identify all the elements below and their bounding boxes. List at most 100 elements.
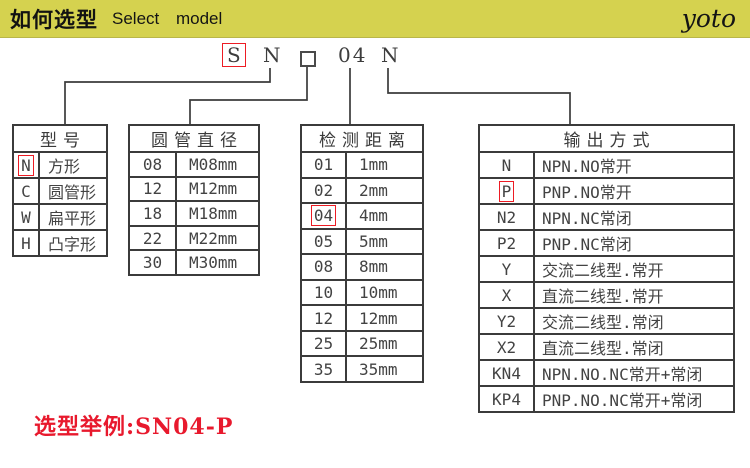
code-cell: Y — [478, 255, 535, 283]
code-text: X — [501, 285, 512, 305]
code-text: 05 — [313, 231, 334, 251]
table-row: 12 12mm — [300, 304, 424, 332]
code-text: X2 — [496, 337, 517, 357]
code-cell: 18 — [128, 200, 177, 227]
code-cell: N — [478, 151, 535, 179]
selected-code-highlight: N — [18, 154, 34, 176]
table-header-row: 型号 — [12, 124, 108, 153]
code-cell: C — [12, 177, 40, 205]
label-cell: M18mm — [175, 200, 260, 227]
code-cell: H — [12, 229, 40, 257]
table-row: 05 5mm — [300, 227, 424, 256]
code-text: KN4 — [492, 363, 521, 383]
code-text: 08 — [142, 154, 163, 174]
table-row: 02 2mm — [300, 176, 424, 205]
table-header-row: 圆管直径 — [128, 124, 260, 153]
code-text: 35 — [313, 359, 334, 379]
label-cell: 直流二线型.常开 — [533, 281, 735, 309]
label-cell: 2mm — [345, 176, 424, 205]
header-bar: 如何选型 Select model yoto — [0, 0, 750, 38]
table-row: W 扁平形 — [12, 203, 108, 231]
label-cell: 12mm — [345, 304, 424, 332]
label-cell: 扁平形 — [38, 203, 108, 231]
code-text: 02 — [313, 180, 334, 200]
label-cell: NPN.NO.NC常开+常闭 — [533, 359, 735, 387]
brand-logo: yoto — [681, 4, 736, 33]
label-cell: 35mm — [345, 355, 424, 383]
code-cell: 08 — [300, 253, 347, 281]
code-text: H — [21, 233, 31, 253]
page-title-cn: 如何选型 — [10, 6, 98, 32]
selected-code-highlight: 04 — [310, 205, 337, 227]
code-cell: 04 — [300, 202, 347, 230]
label-cell: PNP.NO.NC常开+常闭 — [533, 385, 735, 413]
label-cell: NPN.NC常闭 — [533, 203, 735, 231]
table-row: N NPN.NO常开 — [478, 151, 735, 179]
table-title: 圆管直径 — [128, 124, 260, 153]
code-text: 12 — [142, 179, 163, 199]
code-cell: 12 — [300, 304, 347, 332]
table-title: 检测距离 — [300, 124, 424, 153]
code-output-n: N — [381, 43, 399, 67]
code-cell: 30 — [128, 249, 177, 276]
code-cell: 25 — [300, 329, 347, 358]
code-text: C — [21, 181, 31, 201]
table-row: X 直流二线型.常开 — [478, 281, 735, 309]
code-text: P2 — [496, 233, 517, 253]
code-text: 01 — [313, 155, 334, 175]
code-cell: Y2 — [478, 307, 535, 335]
label-cell: 5mm — [345, 227, 424, 256]
label-cell: PNP.NO常开 — [533, 177, 735, 205]
code-text: 22 — [142, 228, 163, 248]
code-text: 12 — [313, 308, 334, 328]
code-text: Y — [501, 259, 512, 279]
code-cell: 05 — [300, 227, 347, 256]
table-row: 12 M12mm — [128, 175, 260, 203]
table-row: 22 M22mm — [128, 224, 260, 252]
code-cell: 22 — [128, 224, 177, 252]
label-cell: NPN.NO常开 — [533, 151, 735, 179]
label-cell: 直流二线型.常闭 — [533, 333, 735, 361]
label-cell: 方形 — [38, 151, 108, 179]
table-header-row: 输出方式 — [478, 124, 735, 153]
code-cell: X — [478, 281, 535, 309]
code-diameter-placeholder-square — [300, 51, 316, 67]
connector-line-output — [387, 68, 571, 126]
label-cell: M22mm — [175, 224, 260, 252]
table-row: Y 交流二线型.常开 — [478, 255, 735, 283]
table-row: N2 NPN.NC常闭 — [478, 203, 735, 231]
label-cell: 1mm — [345, 151, 424, 179]
table-title: 型号 — [12, 124, 108, 153]
table-row: C 圆管形 — [12, 177, 108, 205]
label-cell: 8mm — [345, 253, 424, 281]
label-cell: 交流二线型.常开 — [533, 255, 735, 283]
code-cell: 35 — [300, 355, 347, 383]
code-cell: 12 — [128, 175, 177, 203]
code-cell: W — [12, 203, 40, 231]
code-cell: 02 — [300, 176, 347, 205]
code-shape-n: N — [263, 43, 281, 67]
connector-line-diameter — [189, 67, 308, 126]
code-text: W — [21, 207, 31, 227]
code-text: 10 — [313, 283, 334, 302]
code-text: N2 — [496, 207, 517, 227]
code-text: N — [501, 155, 512, 175]
label-cell: M12mm — [175, 175, 260, 203]
label-cell: 25mm — [345, 329, 424, 358]
code-cell: KN4 — [478, 359, 535, 387]
code-cell: 01 — [300, 151, 347, 179]
label-cell: 圆管形 — [38, 177, 108, 205]
code-prefix-s: S — [222, 43, 246, 67]
